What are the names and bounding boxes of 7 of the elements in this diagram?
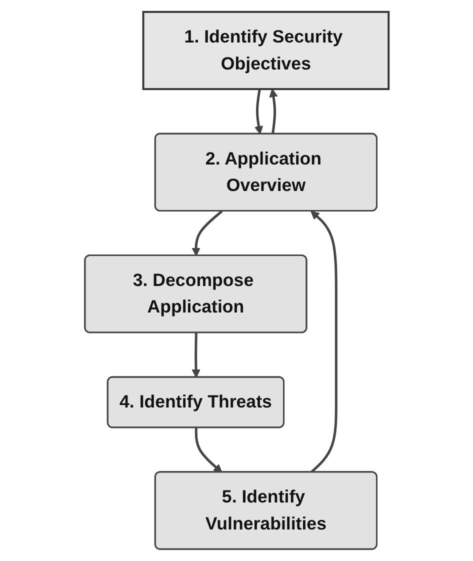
arrow: [254, 88, 263, 134]
arrow: [191, 332, 200, 378]
arrow: [194, 428, 222, 473]
node-box: 1. Identify Security Objectives: [142, 10, 390, 90]
arrow: [191, 210, 222, 256]
arrow: [310, 210, 338, 474]
arrow: [268, 88, 278, 134]
